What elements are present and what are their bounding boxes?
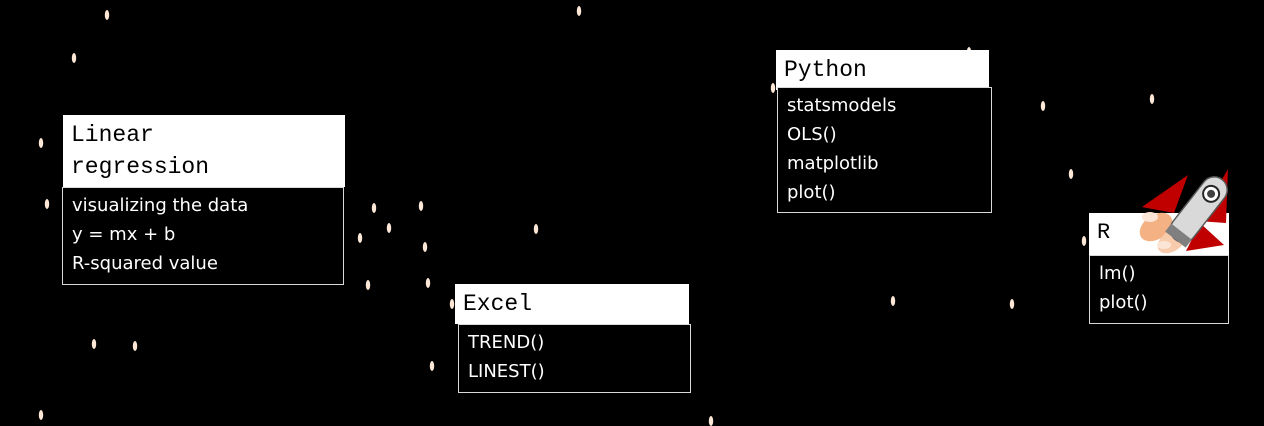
star-dot xyxy=(365,280,371,290)
r-list: lm() plot() xyxy=(1089,255,1229,324)
star-dot xyxy=(533,224,539,234)
star-dot xyxy=(371,203,377,213)
star-dot xyxy=(770,83,776,93)
star-dot xyxy=(132,341,138,351)
star-dot xyxy=(1081,236,1087,246)
star-dot xyxy=(1149,94,1155,104)
star-dot xyxy=(708,416,714,426)
list-item: matplotlib xyxy=(787,153,879,174)
list-item: LINEST() xyxy=(468,361,545,382)
list-item: OLS() xyxy=(787,124,837,145)
linear-regression-list: visualizing the data y = mx + b R-square… xyxy=(62,187,344,285)
python-list: statsmodels OLS() matplotlib plot() xyxy=(777,87,992,213)
star-dot xyxy=(429,361,435,371)
star-dot xyxy=(425,278,431,288)
star-dot xyxy=(418,201,424,211)
star-dot xyxy=(386,223,392,233)
list-item: y = mx + b xyxy=(72,224,176,245)
star-dot xyxy=(38,410,44,420)
star-dot xyxy=(38,138,44,148)
star-dot xyxy=(104,10,110,20)
rocket-icon xyxy=(1139,169,1228,254)
star-dot xyxy=(890,296,896,306)
star-dot xyxy=(1068,169,1074,179)
list-item: visualizing the data xyxy=(72,195,249,216)
star-dot xyxy=(91,339,97,349)
list-item: R-squared value xyxy=(72,253,218,274)
list-item: plot() xyxy=(1099,292,1148,313)
excel-title: Excel xyxy=(455,284,689,324)
star-dot xyxy=(422,242,428,252)
python-title: Python xyxy=(776,50,989,90)
star-dot xyxy=(357,233,363,243)
star-dot xyxy=(1040,101,1046,111)
star-dot xyxy=(449,299,455,309)
linear-regression-title: Linear regression xyxy=(63,115,345,187)
list-item: TREND() xyxy=(468,332,545,353)
star-dot xyxy=(44,199,50,209)
list-item: plot() xyxy=(787,182,836,203)
star-dot xyxy=(1009,299,1015,309)
list-item: lm() xyxy=(1099,263,1136,284)
star-dot xyxy=(576,6,582,16)
star-dot xyxy=(71,53,77,63)
excel-list: TREND() LINEST() xyxy=(458,324,691,393)
list-item: statsmodels xyxy=(787,95,897,116)
